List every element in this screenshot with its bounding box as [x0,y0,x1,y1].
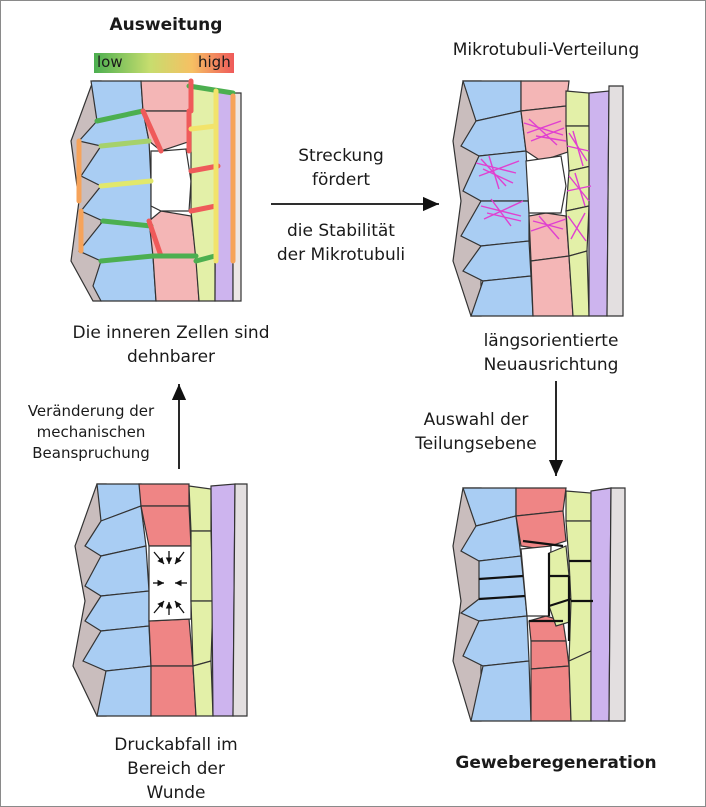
caption-pressure-drop: Druckabfall im Bereich der Wunde [114,735,238,803]
pressure-arrows [153,551,187,615]
caption-stress-change: Veränderung der mechanischen Beanspruchu… [27,402,155,462]
panel-expansion [70,78,242,302]
caption-orientation: längsorientierte Neuausrichtung [483,331,619,375]
division-walls [478,539,593,641]
caption-stretch-bottom: die Stabilität der Mikrotubuli [276,221,406,265]
title-microtubules: Mikrotubuli-Verteilung [452,40,640,60]
legend-low: low [97,53,123,71]
caption-stretch-top: Streckung fördert [298,146,384,190]
panel-regeneration [452,487,626,722]
caption-inner-cells: Die inneren Zellen sind dehnbarer [72,323,270,367]
microtubule-bundles [475,118,592,242]
legend-high: high [198,53,231,71]
title-regeneration: Geweberegeneration [455,753,657,773]
caption-division-plane: Auswahl der Teilungsebene [415,410,537,454]
panel-pressure-drop [72,483,248,717]
title-expansion: Ausweitung [109,15,223,35]
panel-microtubules [452,80,624,317]
stress-legend [94,53,234,73]
